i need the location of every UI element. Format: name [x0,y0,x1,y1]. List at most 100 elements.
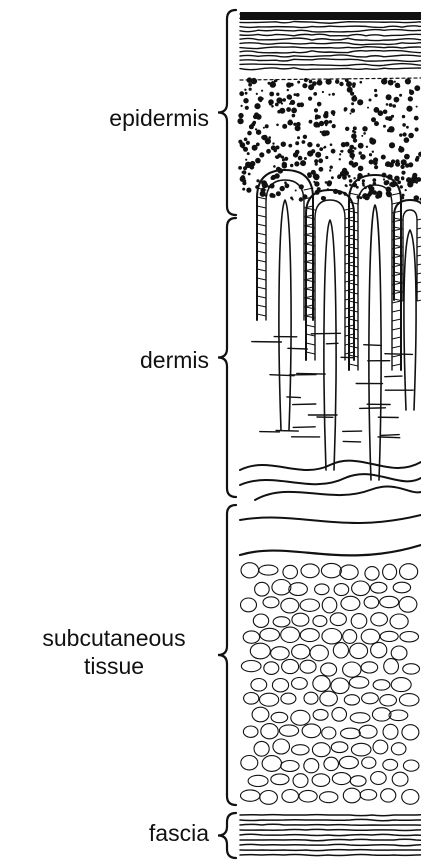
fat-lobule-cell [244,693,259,705]
epidermis-stipple [406,177,412,183]
epidermis-stipple [400,185,403,188]
epidermis-stipple [369,99,372,102]
fat-lobule-cell [330,613,346,626]
epidermis-stipple [331,149,336,154]
epidermis-stipple [238,166,242,170]
fat-lobule-cell [332,773,350,785]
fat-lobule-cell [291,710,310,725]
epidermis-stipple [294,161,299,166]
fat-lobule-cell [349,677,368,689]
epidermis-stipple [341,142,346,147]
fat-lobule-cell [241,790,260,801]
epidermis-stipple [295,190,297,192]
stratum-corneum-line [240,30,421,32]
fascia-line [240,815,421,816]
fat-lobule-cell [341,728,361,739]
epidermis-stipple [246,188,251,193]
fat-lobule-cell [243,631,259,643]
epidermis-stipple [266,149,271,154]
basal-cell [257,314,266,316]
epidermis-stipple [268,136,271,139]
fat-lobule-cell [365,567,379,581]
epidermis-stipple [353,177,355,179]
fat-lobule-cell [361,662,378,673]
fat-lobule-cell [264,662,279,675]
epidermis-stipple [249,88,252,91]
epidermis-stipple [254,103,260,109]
fat-lobule-cell [241,598,257,612]
dermal-vascular-plexus [255,487,421,500]
epidermis-stipple [245,106,249,110]
epidermis-stipple [350,113,352,115]
fat-lobule-cell [281,598,299,613]
epidermis-stipple [317,80,323,86]
epidermis-stipple [366,146,368,148]
epidermis-stipple [259,152,264,157]
epidermis-stipple [286,107,291,112]
fat-lobule-cell [400,564,418,580]
epidermis-stipple [363,132,366,135]
epidermis-stipple [339,158,341,160]
basal-cell [306,343,315,345]
epidermis-stipple [296,93,300,97]
dermal-fibre [270,375,294,376]
epidermis-stipple [249,124,254,129]
fat-lobule-cell [321,663,337,676]
epidermis-stipple [351,108,356,113]
fat-lobule-cell [320,691,338,706]
fat-lobule-cell [400,632,419,642]
epidermis-stipple [358,143,364,149]
dermal-papilla-inner [358,185,392,370]
dermal-fibre [385,354,413,355]
fat-lobule-cell [293,774,308,788]
epidermis-stipple [364,195,370,201]
epidermis-stipple [360,81,363,84]
fat-lobule-cell [371,772,387,785]
dermal-fibre [276,431,298,432]
fat-lobule-cell [350,643,368,658]
epidermis-stipple [285,183,290,188]
stratum-corneum-line [240,51,421,53]
fat-lobule-cell [399,694,419,706]
epidermis-stipple [262,135,268,141]
fat-lobule-cell [322,727,336,739]
epidermis-stipple [313,92,317,96]
fat-lobule-cell [260,791,278,805]
epidermis-stipple [269,193,274,198]
stratum-corneum-line [240,55,421,57]
fat-lobule-cell [253,614,268,627]
fat-lobule-cell [392,772,408,786]
epidermis-stipple [245,159,247,161]
epidermis-stipple [282,124,287,129]
fat-lobule-cell [340,565,358,580]
epidermis-stipple [367,107,369,109]
epidermis-stipple [411,178,416,183]
epidermis-stipple [352,163,357,168]
epidermis-stipple [293,123,296,126]
fat-lobule-cell [304,692,318,704]
epidermis-stipple [404,137,410,143]
epidermis-stipple [281,156,284,159]
epidermis-stipple [374,94,377,97]
fat-lobule-cell [281,693,296,704]
epidermis-stipple [304,157,307,160]
epidermis-stipple [242,181,246,185]
fat-lobule-cell [259,565,278,575]
epidermis-stipple [303,135,307,139]
subcutaneous-label-line1: subcutaneous [19,624,209,652]
epidermis-stipple [313,174,319,180]
fat-lobule-cell [271,712,288,722]
fat-lobule-cell [383,724,398,739]
basal-cell [392,337,401,339]
epidermis-stipple [384,180,389,185]
fat-lobule-cell [362,693,379,704]
epidermis-stipple [415,158,419,162]
fat-lobule-cell [350,713,370,723]
epidermis-stipple [381,155,386,160]
epidermis-stipple [386,103,389,106]
epidermis-stipple [243,98,248,103]
epidermis-stipple [399,94,402,97]
fat-lobule-cell [302,724,321,738]
epidermis-stipple [331,176,334,179]
